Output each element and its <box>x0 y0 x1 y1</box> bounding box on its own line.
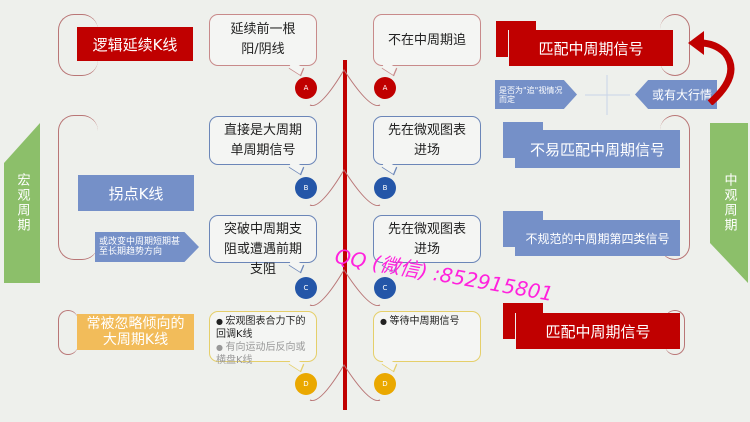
arrow-chase: 是否为"追"视情况而定 <box>495 80 577 109</box>
curved-arrow-icon <box>688 31 735 105</box>
bracket-right-bottom <box>665 310 685 355</box>
bracket-right-top <box>660 14 690 76</box>
bracket-left-middle <box>58 115 98 260</box>
banner-fourth-signal: 不规范的中周期第四类信号 <box>515 220 680 256</box>
callout-right-d: 等待中周期信号 <box>373 311 481 362</box>
bullet-item: 宏观图表合力下的回调K线 <box>216 315 310 341</box>
marker-left-b: B <box>295 177 317 199</box>
center-spine <box>343 60 347 410</box>
bracket-left-bottom <box>58 310 78 355</box>
callout-right-a: 不在中周期追 <box>373 14 481 66</box>
crosshair-icon <box>585 75 630 115</box>
callout-left-a: 延续前一根阳/阴线 <box>209 14 317 66</box>
banner-hard-match: 不易匹配中周期信号 <box>515 130 680 168</box>
side-label-macro-text: 宏观周期 <box>14 173 30 233</box>
marker-right-b: B <box>374 177 396 199</box>
bracket-right-middle <box>660 115 690 260</box>
side-label-meso: 中观周期 <box>710 123 748 283</box>
callout-left-d: 宏观图表合力下的回调K线 有向运动后反向或横盘K线 <box>209 311 317 366</box>
side-label-macro: 宏观周期 <box>4 123 40 283</box>
arrow-big-trend: 或有大行情 <box>635 80 717 109</box>
side-label-meso-text: 中观周期 <box>721 173 737 233</box>
bullet-item: 等待中周期信号 <box>380 315 474 328</box>
marker-right-d: D <box>374 373 396 395</box>
bullet-item: 有向运动后反向或横盘K线 <box>216 341 310 367</box>
marker-right-c: C <box>374 277 396 299</box>
marker-left-c: C <box>295 277 317 299</box>
marker-left-d: D <box>295 373 317 395</box>
marker-right-a: A <box>374 77 396 99</box>
connector-lines <box>309 69 381 402</box>
banner-logic-continuation: 逻辑延续K线 <box>77 27 193 61</box>
callout-right-b: 先在微观图表进场 <box>373 116 481 165</box>
banner-ignored-kline: 常被忽略倾向的大周期K线 <box>77 314 194 350</box>
banner-match-top: 匹配中周期信号 <box>508 30 673 66</box>
banner-turning-point: 拐点K线 <box>78 175 194 211</box>
bracket-left-top <box>58 14 98 76</box>
marker-left-a: A <box>295 77 317 99</box>
banner-match-bottom: 匹配中周期信号 <box>515 313 680 349</box>
callout-left-b: 直接是大周期单周期信号 <box>209 116 317 165</box>
callout-left-c: 突破中周期支阻或遭遇前期支阻 <box>209 215 317 277</box>
callout-right-c: 先在微观图表进场 <box>373 215 481 263</box>
arrow-change-trend: 或改变中周期短期甚至长期趋势方向 <box>95 232 199 262</box>
